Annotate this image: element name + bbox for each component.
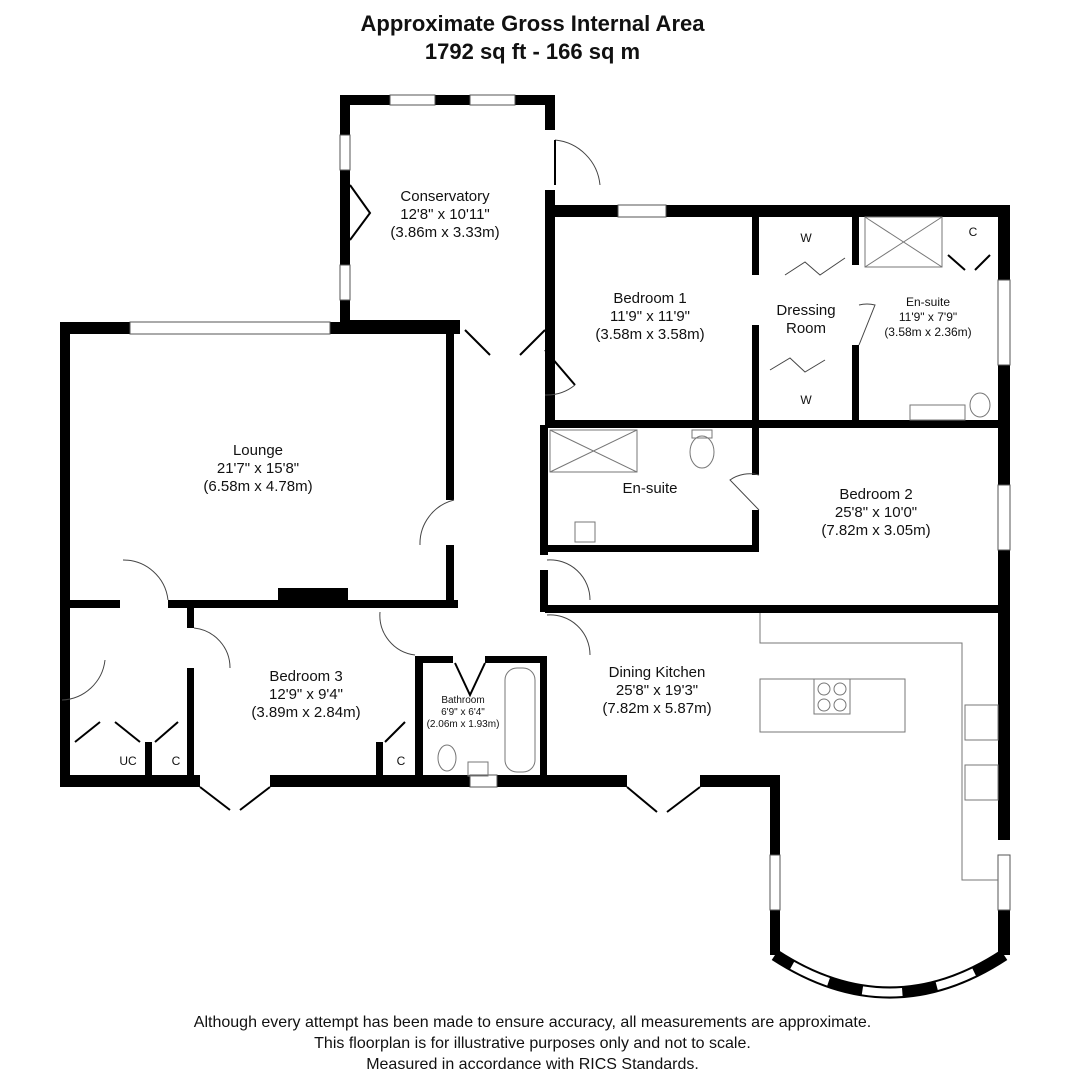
disclaimer: Although every attempt has been made to … bbox=[0, 1012, 1065, 1075]
bay-window bbox=[771, 949, 1008, 999]
fixtures bbox=[437, 216, 999, 881]
hall-cupboard-tag: C bbox=[171, 754, 181, 768]
plan-title: Approximate Gross Internal Area bbox=[360, 11, 705, 36]
room-lounge: Lounge 21'7" x 15'8" (6.58m x 4.78m) bbox=[203, 442, 313, 495]
gross-area: 1792 sq ft - 166 sq m bbox=[424, 39, 641, 64]
doors bbox=[61, 139, 991, 813]
room-bedroom-1: Bedroom 1 11'9" x 11'9" (3.58m x 3.58m) bbox=[595, 290, 705, 343]
windows bbox=[129, 94, 1011, 911]
room-conservatory: Conservatory 12'8" x 10'11" (3.86m x 3.3… bbox=[390, 188, 500, 241]
disclaimer-line-1: Although every attempt has been made to … bbox=[193, 1014, 872, 1031]
bedroom3-cupboard-tag: C bbox=[396, 754, 406, 768]
room-bathroom: Bathroom 6'9" x 6'4" (2.06m x 1.93m) bbox=[426, 695, 500, 730]
disclaimer-line-3: Measured in accordance with RICS Standar… bbox=[366, 1056, 699, 1073]
room-bedroom-3: Bedroom 3 12'9" x 9'4" (3.89m x 2.84m) bbox=[251, 668, 361, 721]
wardrobe-tag-bottom: W bbox=[800, 393, 812, 407]
room-en-suite-2: En-suite bbox=[622, 480, 678, 497]
room-dining-kitchen: Dining Kitchen 25'8" x 19'3" (7.82m x 5.… bbox=[602, 664, 712, 717]
disclaimer-line-2: This floorplan is for illustrative purpo… bbox=[314, 1035, 751, 1052]
room-en-suite-1: En-suite 11'9" x 7'9" (3.58m x 2.36m) bbox=[884, 295, 972, 339]
wardrobe-tag-top: W bbox=[800, 231, 812, 245]
ensuite-cupboard-tag: C bbox=[968, 225, 978, 239]
room-bedroom-2: Bedroom 2 25'8" x 10'0" (7.82m x 3.05m) bbox=[821, 486, 931, 539]
fireplace bbox=[278, 588, 348, 602]
under-cupboard-tag: UC bbox=[119, 754, 137, 768]
room-dressing-room: Dressing Room bbox=[776, 302, 836, 337]
